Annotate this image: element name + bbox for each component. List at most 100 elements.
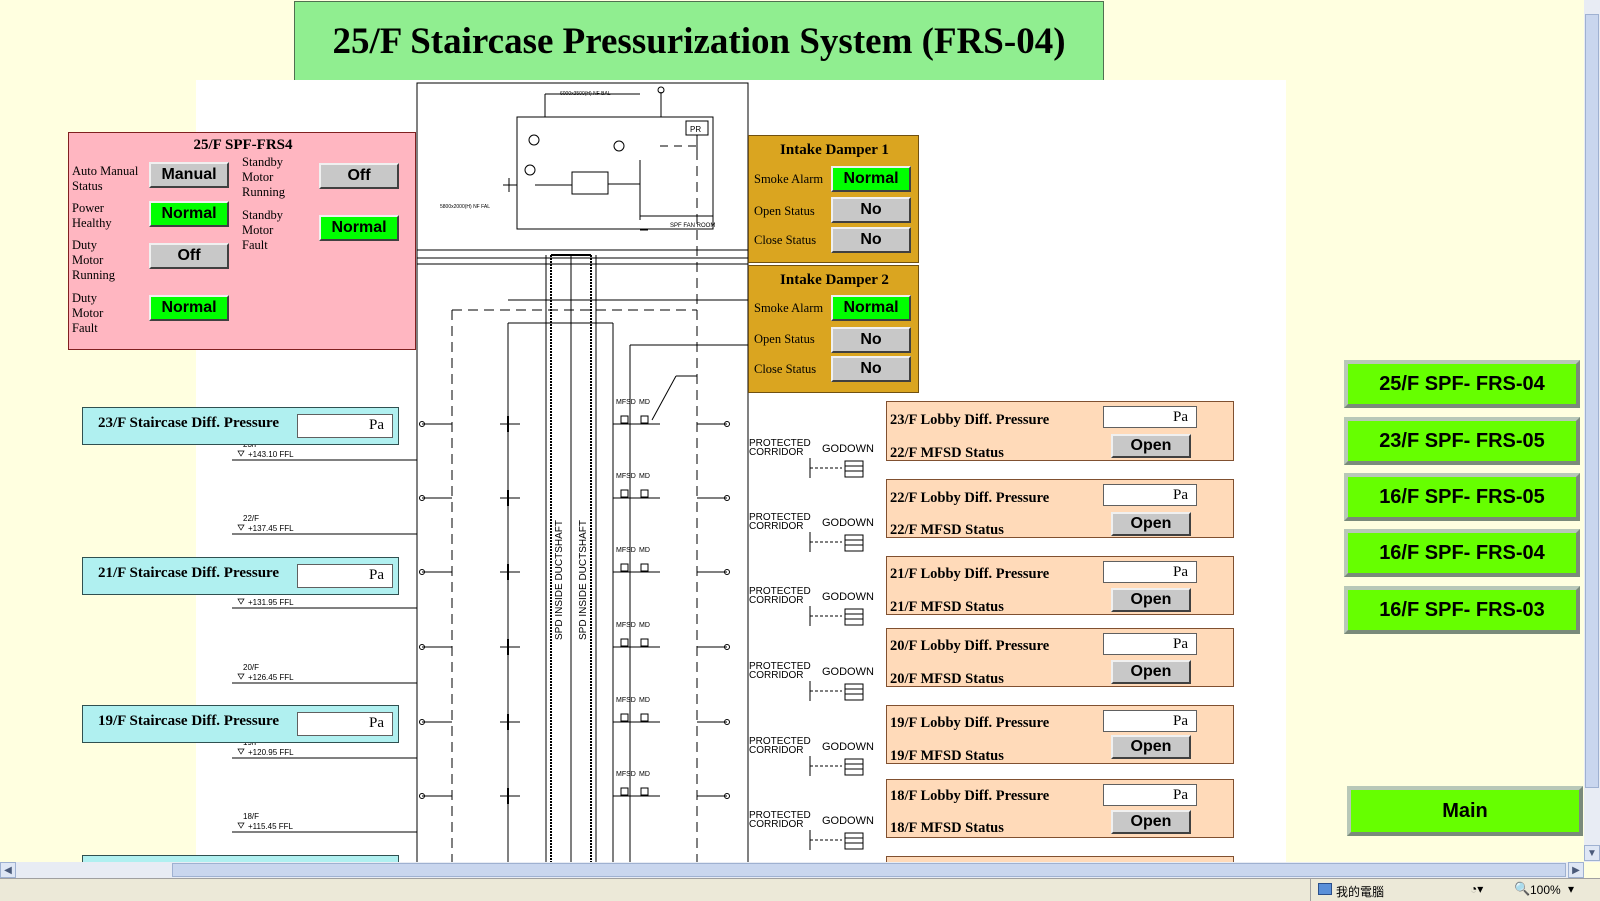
close-status-label: Close Status — [754, 233, 817, 247]
md-label: MD — [639, 547, 650, 554]
level-label: +115.45 FFL — [248, 822, 294, 831]
mfsd-status-button[interactable]: Open — [1111, 434, 1191, 458]
md-damper — [640, 489, 649, 498]
panel-title: 25/F SPF-FRS4 — [193, 137, 293, 153]
mfsd-damper — [620, 489, 629, 498]
close-status-button[interactable]: No — [831, 227, 911, 253]
power-healthy-status-button[interactable]: Normal — [149, 201, 229, 227]
md-damper — [640, 638, 649, 647]
louvre-top-label: 6000x3500(H) NF BAL — [560, 91, 611, 97]
floor-label: 22/F — [243, 514, 259, 523]
lobby-pressure-label: 23/F Lobby Diff. Pressure — [890, 412, 1050, 428]
standby-fault-label: Standby Motor Fault — [242, 208, 283, 252]
status-bar: 我的電腦 ◔▾ 🔍 100% ▾ — [0, 878, 1600, 901]
zoom-level[interactable]: 100% — [1530, 883, 1561, 897]
level-marker — [237, 450, 245, 457]
lobby-panel-0: 23/F Lobby Diff. Pressure Pa 22/F MFSD S… — [886, 401, 1234, 461]
intake-damper-2-panel: Intake Damper 2 Smoke Alarm Normal Open … — [748, 265, 919, 393]
lobby-panel-5: 18/F Lobby Diff. Pressure Pa 18/F MFSD S… — [886, 779, 1234, 838]
smoke-alarm-label: Smoke Alarm — [754, 172, 824, 186]
nav-button-16f-frs04[interactable]: 16/F SPF- FRS-04 — [1344, 529, 1580, 577]
main-button[interactable]: Main — [1347, 786, 1583, 836]
scroll-right-icon[interactable]: ▶ — [1568, 862, 1584, 878]
mfsd-damper — [620, 787, 629, 796]
lobby-node — [724, 495, 730, 501]
nav-button-16f-frs05[interactable]: 16/F SPF- FRS-05 — [1344, 473, 1580, 521]
mfsd-damper — [620, 638, 629, 647]
open-status-button[interactable]: No — [831, 197, 911, 223]
grille — [844, 460, 864, 478]
close-status-label: Close Status — [754, 362, 817, 376]
close-status-button[interactable]: No — [831, 356, 911, 382]
duty-running-status-button[interactable]: Off — [149, 243, 229, 269]
zoom-dropdown-icon[interactable]: ▾ — [1568, 882, 1575, 896]
lobby-pressure-label: 22/F Lobby Diff. Pressure — [890, 490, 1050, 506]
vertical-scrollbar[interactable]: ▼ — [1584, 0, 1600, 862]
lobby-pressure-value: Pa — [1103, 561, 1197, 583]
level-marker — [237, 673, 245, 680]
horizontal-scrollbar[interactable]: ◀ ▶ — [0, 862, 1584, 878]
grille — [844, 832, 864, 850]
md-label: MD — [639, 399, 650, 406]
lobby-pressure-label: 21/F Lobby Diff. Pressure — [890, 566, 1050, 582]
md-label: MD — [639, 771, 650, 778]
smoke-alarm-status-button[interactable]: Normal — [831, 166, 911, 192]
mfsd-label: MFSD — [616, 473, 636, 480]
intake-damper-1-panel: Intake Damper 1 Smoke Alarm Normal Open … — [748, 135, 919, 263]
nav-button-16f-frs03[interactable]: 16/F SPF- FRS-03 — [1344, 586, 1580, 634]
scroll-down-icon[interactable]: ▼ — [1584, 845, 1600, 861]
mfsd-status-button[interactable]: Open — [1111, 588, 1191, 612]
schematic-drawing: PR 6000x3500(H) NF BAL 5800x2000(H) NF F… — [232, 82, 874, 862]
md-label: MD — [639, 622, 650, 629]
md-damper — [640, 787, 649, 796]
fan-control-panel: 25/F SPF-FRS4 Auto Manual Status Manual … — [68, 132, 416, 350]
mfsd-status-button[interactable]: Open — [1111, 512, 1191, 536]
horizontal-scroll-thumb[interactable] — [172, 863, 1566, 877]
staircase-pressure-label: 19/F Staircase Diff. Pressure — [98, 713, 280, 729]
lobby-pressure-label: 19/F Lobby Diff. Pressure — [890, 715, 1050, 731]
lobby-node — [724, 793, 730, 799]
staircase-pressure-partial — [82, 855, 399, 862]
standby-fault-status-button[interactable]: Normal — [319, 215, 399, 241]
lobby-pressure-value: Pa — [1103, 406, 1197, 428]
staircase-pressure-value: Pa — [297, 564, 393, 588]
nav-button-23f-frs05[interactable]: 23/F SPF- FRS-05 — [1344, 417, 1580, 465]
mfsd-status-button[interactable]: Open — [1111, 810, 1191, 834]
lobby-pressure-value: Pa — [1103, 710, 1197, 732]
mfsd-status-button[interactable]: Open — [1111, 660, 1191, 684]
mfsd-status-button[interactable]: Open — [1111, 735, 1191, 759]
duty-fault-status-button[interactable]: Normal — [149, 295, 229, 321]
staircase-pressure-label: 23/F Staircase Diff. Pressure — [98, 415, 280, 431]
level-label: +126.45 FFL — [248, 673, 294, 682]
mfsd-status-label: 20/F MFSD Status — [890, 671, 1004, 687]
md-label: MD — [639, 697, 650, 704]
godown-label: GODOWN — [822, 741, 874, 753]
smoke-alarm-label: Smoke Alarm — [754, 301, 824, 315]
damper-title: Intake Damper 1 — [780, 142, 889, 158]
auto-manual-status-button[interactable]: Manual — [149, 162, 229, 188]
open-status-button[interactable]: No — [831, 327, 911, 353]
md-damper — [640, 415, 649, 424]
level-marker — [237, 598, 245, 605]
mfsd-label: MFSD — [616, 771, 636, 778]
louvre-side-label: 5800x2000(H) NF FAL — [440, 204, 490, 210]
grille — [844, 758, 864, 776]
md-damper — [640, 713, 649, 722]
vertical-scroll-thumb[interactable] — [1585, 14, 1599, 788]
nav-button-25f-frs04[interactable]: 25/F SPF- FRS-04 — [1344, 360, 1580, 408]
stair-node — [419, 421, 425, 427]
duty-running-label: Duty Motor Running — [72, 238, 116, 282]
godown-label: GODOWN — [822, 815, 874, 827]
lobby-panel-partial — [886, 856, 1234, 862]
grille — [844, 608, 864, 626]
lobby-node — [724, 569, 730, 575]
protected-mode-icon[interactable]: ◔▾ — [1470, 882, 1484, 896]
scroll-left-icon[interactable]: ◀ — [0, 862, 16, 878]
staircase-pressure-label: 21/F Staircase Diff. Pressure — [98, 565, 280, 581]
zoom-icon[interactable]: 🔍 — [1514, 881, 1531, 896]
standby-running-status-button[interactable]: Off — [319, 163, 399, 189]
staircase-pressure-23f: 23/F Staircase Diff. Pressure Pa — [82, 407, 399, 445]
smoke-alarm-status-button[interactable]: Normal — [831, 295, 911, 321]
